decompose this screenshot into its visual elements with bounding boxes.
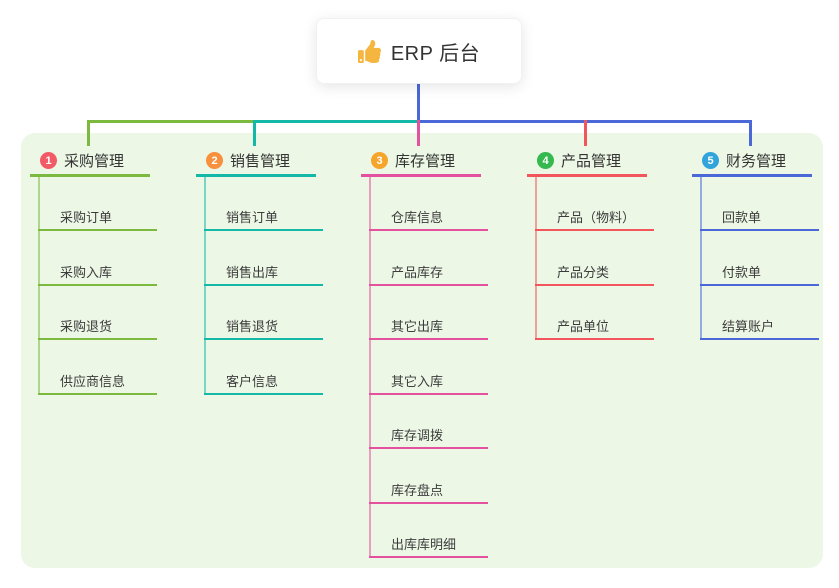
child-node[interactable]: 采购退货 (38, 318, 157, 340)
child-node[interactable]: 库存盘点 (369, 482, 488, 504)
thumbs-up-icon (357, 39, 381, 63)
branch-title-purchase[interactable]: 1 采购管理 (30, 147, 150, 177)
child-node[interactable]: 其它入库 (369, 373, 488, 395)
child-node[interactable]: 结算账户 (700, 318, 819, 340)
bus-line-green (87, 120, 254, 123)
branch-label: 产品管理 (561, 153, 622, 170)
branch-number-badge: 2 (206, 152, 223, 169)
child-label: 采购退货 (60, 319, 113, 334)
drop-line-sales (253, 120, 256, 146)
child-node[interactable]: 采购入库 (38, 264, 157, 286)
child-label: 销售出库 (226, 265, 279, 280)
branch-title-inventory[interactable]: 3 库存管理 (361, 147, 481, 177)
branch-purchase: 1 采购管理 采购订单 采购入库 采购退货 供应商信息 (30, 0, 157, 588)
child-label: 客户信息 (226, 374, 279, 389)
child-node[interactable]: 库存调拨 (369, 427, 488, 449)
child-label: 其它出库 (391, 319, 444, 334)
child-node[interactable]: 销售订单 (204, 209, 323, 231)
child-label: 仓库信息 (391, 210, 444, 225)
branch-label: 采购管理 (64, 153, 125, 170)
child-node[interactable]: 销售出库 (204, 264, 323, 286)
child-label: 回款单 (722, 210, 762, 225)
child-label: 销售订单 (226, 210, 279, 225)
branch-number-badge: 3 (371, 152, 388, 169)
child-node[interactable]: 采购订单 (38, 209, 157, 231)
root-title: ERP 后台 (390, 42, 481, 65)
branch-title-finance[interactable]: 5 财务管理 (692, 147, 812, 177)
child-label: 产品库存 (391, 265, 444, 280)
child-label: 产品单位 (557, 319, 610, 334)
child-node[interactable]: 仓库信息 (369, 209, 488, 231)
branch-connector-line (38, 177, 40, 395)
child-label: 出库库明细 (391, 537, 457, 552)
child-node[interactable]: 付款单 (700, 264, 819, 286)
child-node[interactable]: 产品（物料） (535, 209, 654, 231)
child-node[interactable]: 产品单位 (535, 318, 654, 340)
branch-connector-line (369, 177, 371, 558)
child-node[interactable]: 出库库明细 (369, 536, 488, 558)
branch-number-badge: 5 (702, 152, 719, 169)
branch-label: 财务管理 (726, 153, 787, 170)
child-label: 销售退货 (226, 319, 279, 334)
child-node[interactable]: 回款单 (700, 209, 819, 231)
branch-title-product[interactable]: 4 产品管理 (527, 147, 647, 177)
drop-line-product (584, 120, 587, 146)
branches-panel (21, 133, 823, 568)
branch-connector-line (535, 177, 537, 340)
child-node[interactable]: 供应商信息 (38, 373, 157, 395)
branch-label: 销售管理 (230, 153, 291, 170)
drop-line-purchase (87, 120, 90, 146)
root-node-erp[interactable]: ERP 后台 (316, 18, 522, 84)
child-label: 库存盘点 (391, 483, 444, 498)
branch-product: 4 产品管理 产品（物料） 产品分类 产品单位 (527, 0, 654, 588)
child-label: 付款单 (722, 265, 762, 280)
branch-label: 库存管理 (395, 153, 456, 170)
child-label: 产品分类 (557, 265, 610, 280)
child-label: 供应商信息 (60, 374, 126, 389)
branch-number-badge: 4 (537, 152, 554, 169)
branch-inventory: 3 库存管理 仓库信息 产品库存 其它出库 其它入库 库存调拨 库存盘点 出库库… (361, 0, 488, 588)
branch-finance: 5 财务管理 回款单 付款单 结算账户 (692, 0, 819, 588)
child-label: 库存调拨 (391, 428, 444, 443)
branch-sales: 2 销售管理 销售订单 销售出库 销售退货 客户信息 (196, 0, 323, 588)
child-node[interactable]: 产品库存 (369, 264, 488, 286)
child-node[interactable]: 其它出库 (369, 318, 488, 340)
child-label: 采购订单 (60, 210, 113, 225)
branch-number-badge: 1 (40, 152, 57, 169)
child-label: 采购入库 (60, 265, 113, 280)
branch-title-sales[interactable]: 2 销售管理 (196, 147, 316, 177)
bus-line-teal (253, 120, 419, 123)
branch-connector-line (700, 177, 702, 340)
child-node[interactable]: 客户信息 (204, 373, 323, 395)
root-stem-line (417, 84, 420, 121)
child-label: 其它入库 (391, 374, 444, 389)
drop-line-inventory (417, 120, 420, 146)
branch-connector-line (204, 177, 206, 395)
child-node[interactable]: 产品分类 (535, 264, 654, 286)
child-node[interactable]: 销售退货 (204, 318, 323, 340)
child-label: 结算账户 (722, 319, 775, 334)
drop-line-finance (749, 120, 752, 146)
child-label: 产品（物料） (557, 210, 636, 225)
